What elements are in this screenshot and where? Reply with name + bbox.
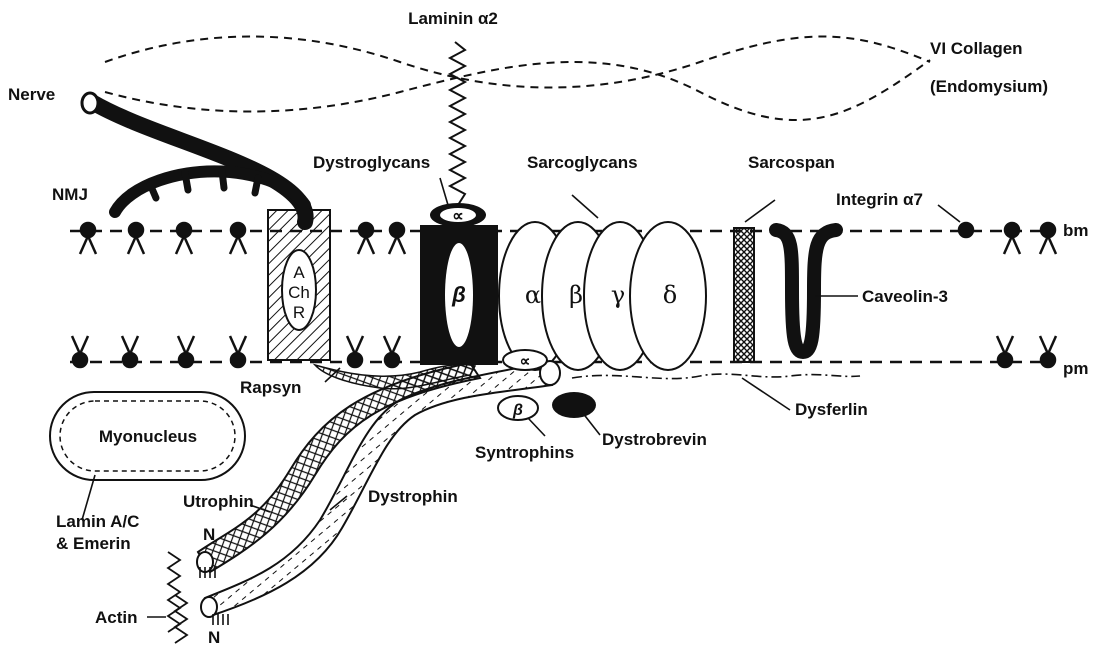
label-integrin: Integrin α7	[836, 190, 923, 209]
collagen-wave-1	[105, 37, 930, 88]
sarcoglycan-alpha-symbol: α	[525, 281, 541, 309]
dystrobrevin-oval	[552, 392, 596, 418]
label-rapsyn: Rapsyn	[240, 378, 301, 397]
alpha-dystroglycan-top-symbol: ∝	[452, 208, 463, 225]
caveolin-shape	[776, 230, 836, 352]
label-collagen: VI Collagen	[930, 39, 1023, 58]
label-n-utrophin: N	[203, 525, 215, 544]
actin-zigzag-1	[168, 552, 180, 632]
label-endomysium: (Endomysium)	[930, 77, 1048, 96]
label-myonucleus: Myonucleus	[99, 427, 197, 446]
label-emerin: & Emerin	[56, 534, 131, 553]
alpha-bottom-symbol: ∝	[520, 353, 531, 370]
nerve-end	[82, 93, 98, 113]
dysferlin-line	[572, 374, 860, 379]
dystrophin-n-end	[201, 597, 217, 617]
label-sarcoglycans: Sarcoglycans	[527, 153, 638, 172]
label-dystrobrevin: Dystrobrevin	[602, 430, 707, 449]
label-dystrophin: Dystrophin	[368, 487, 458, 506]
actin-zigzag-2	[175, 595, 187, 643]
achr-letter-r: R	[293, 303, 305, 322]
syntrophin-symbol: β	[512, 402, 523, 419]
sarcospan-bar	[734, 228, 754, 362]
beta-dystroglycan-symbol: β	[451, 282, 466, 307]
label-lamin: Lamin A/C	[56, 512, 139, 531]
label-pm: pm	[1063, 359, 1089, 378]
label-dysferlin: Dysferlin	[795, 400, 868, 419]
achr-letter-ch: Ch	[288, 283, 310, 302]
label-actin: Actin	[95, 608, 138, 627]
laminin-zigzag	[450, 42, 465, 205]
label-caveolin: Caveolin-3	[862, 287, 948, 306]
label-utrophin: Utrophin	[183, 492, 254, 511]
sarcoglycan-delta-symbol: δ	[663, 281, 677, 309]
label-bm: bm	[1063, 221, 1089, 240]
nmj-terminal	[115, 171, 305, 212]
sarcoglycan-gamma-symbol: γ	[611, 281, 625, 309]
label-laminin: Laminin α2	[408, 9, 498, 28]
collagen-wave-2	[105, 60, 930, 120]
label-n-dystrophin: N	[208, 628, 220, 647]
label-nerve: Nerve	[8, 85, 55, 104]
label-sarcospan: Sarcospan	[748, 153, 835, 172]
sarcoglycan-beta-symbol: β	[569, 281, 583, 309]
label-dystroglycans: Dystroglycans	[313, 153, 430, 172]
label-nmj: NMJ	[52, 185, 88, 204]
label-syntrophins: Syntrophins	[475, 443, 574, 462]
achr-letter-a: A	[293, 263, 305, 282]
